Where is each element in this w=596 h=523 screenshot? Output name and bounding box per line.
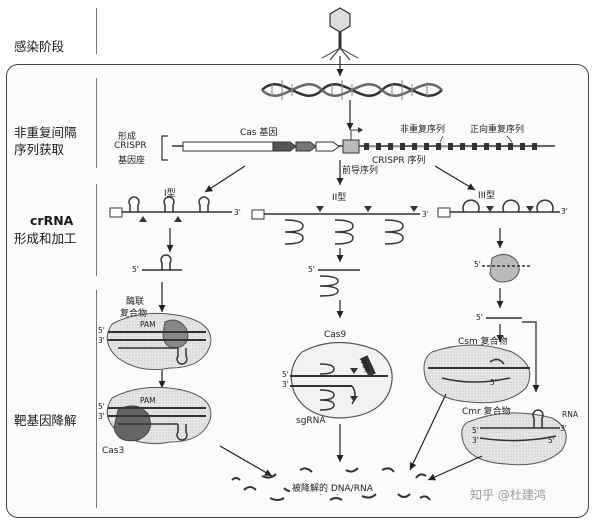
- enzyme-complex-line1: 酶联: [126, 297, 145, 307]
- stage-divider: [96, 8, 97, 54]
- cas3-label: Cas3: [102, 446, 125, 456]
- type1-label: I型: [164, 189, 176, 199]
- cascade-five-prime: 5': [98, 326, 105, 335]
- cas9-label: Cas9: [324, 330, 347, 340]
- watermark: 知乎 @杜建鸿: [470, 488, 546, 502]
- csm-five-prime: 5': [490, 378, 497, 387]
- stage-divider: [96, 184, 97, 276]
- cascade-three-prime: 3': [98, 336, 105, 345]
- type2-mature-crrna: [318, 269, 360, 297]
- type3-pre-crrna: [437, 199, 560, 218]
- type2-three-prime: 3': [422, 210, 429, 219]
- degraded-dna-rna-label: 被降解的 DNA/RNA: [290, 481, 375, 494]
- cas3-three-prime: 3': [98, 412, 105, 421]
- stage-divider: [96, 290, 97, 508]
- type1-pre-crrna: [109, 196, 232, 222]
- cas-genes-label: Cas 基因: [240, 128, 278, 138]
- direct-repeat-label: 正向重复序列: [470, 125, 525, 135]
- sgrna-label: sgRNA: [296, 416, 326, 426]
- locus-label-line3: 基因座: [118, 156, 146, 166]
- stage-crrna-processing: 形成和加工: [14, 231, 77, 246]
- cmr-rna-label: RNA: [562, 410, 578, 419]
- cas9-complex: [290, 341, 393, 419]
- cmr-three-prime-lower: 3': [472, 436, 479, 445]
- type3-mature-five-prime: 5': [476, 313, 483, 322]
- cas3-five-prime: 5': [98, 402, 105, 411]
- locus-label-line2: CRISPR: [114, 141, 147, 151]
- crispr-locus: [161, 127, 555, 161]
- stage-spacer-acquisition-line2: 序列获取: [14, 142, 65, 157]
- leader-seq-label: 前导序列: [342, 166, 379, 176]
- cmr-five-prime-right: 5': [548, 436, 555, 445]
- type3-three-prime: 3': [561, 207, 568, 216]
- type3-processing-complex: [482, 254, 530, 283]
- nonrepeat-seq-label: 非重复序列: [400, 125, 446, 135]
- locus-label-line1: 形成: [118, 132, 137, 142]
- type2-label: II型: [332, 193, 347, 203]
- type3-five-prime: 5': [474, 260, 481, 269]
- stage-infection: 感染阶段: [14, 39, 65, 54]
- stage-divider: [96, 78, 97, 168]
- type1-three-prime: 3': [234, 208, 241, 217]
- type1-five-prime: 5': [132, 265, 139, 274]
- cmr-three-prime: 3': [560, 424, 567, 433]
- csm-complex: [423, 344, 531, 404]
- bacteriophage-icon: [321, 7, 359, 61]
- cas9-five-prime: 5': [282, 370, 289, 379]
- stage-target-degradation: 靶基因降解: [14, 413, 77, 428]
- enzyme-complex-line2: 复合物: [120, 309, 148, 319]
- cascade-pam-label: PAM: [140, 320, 156, 329]
- type3-label: III型: [478, 191, 495, 201]
- cas9-three-prime: 3': [282, 380, 289, 389]
- stage-crrna-title: crRNA: [30, 213, 74, 228]
- type2-five-prime: 5': [308, 265, 315, 274]
- cascade-complex: [106, 312, 212, 371]
- csm-complex-label: Csm 复合物: [458, 337, 508, 347]
- cmr-complex-label: Cmr 复合物: [462, 407, 511, 417]
- cmr-five-prime: 5': [472, 426, 479, 435]
- cas3-pam-label: PAM: [140, 396, 156, 405]
- crispr-seq-label: CRISPR 序列: [372, 156, 426, 166]
- type1-mature-crrna: [142, 254, 182, 271]
- cas3-complex: [106, 386, 212, 445]
- type2-pre-crrna: [251, 206, 420, 245]
- stage-spacer-acquisition-line1: 非重复间隔: [14, 125, 77, 140]
- dna-helix-icon: [261, 80, 443, 100]
- cmr-complex: [461, 409, 567, 466]
